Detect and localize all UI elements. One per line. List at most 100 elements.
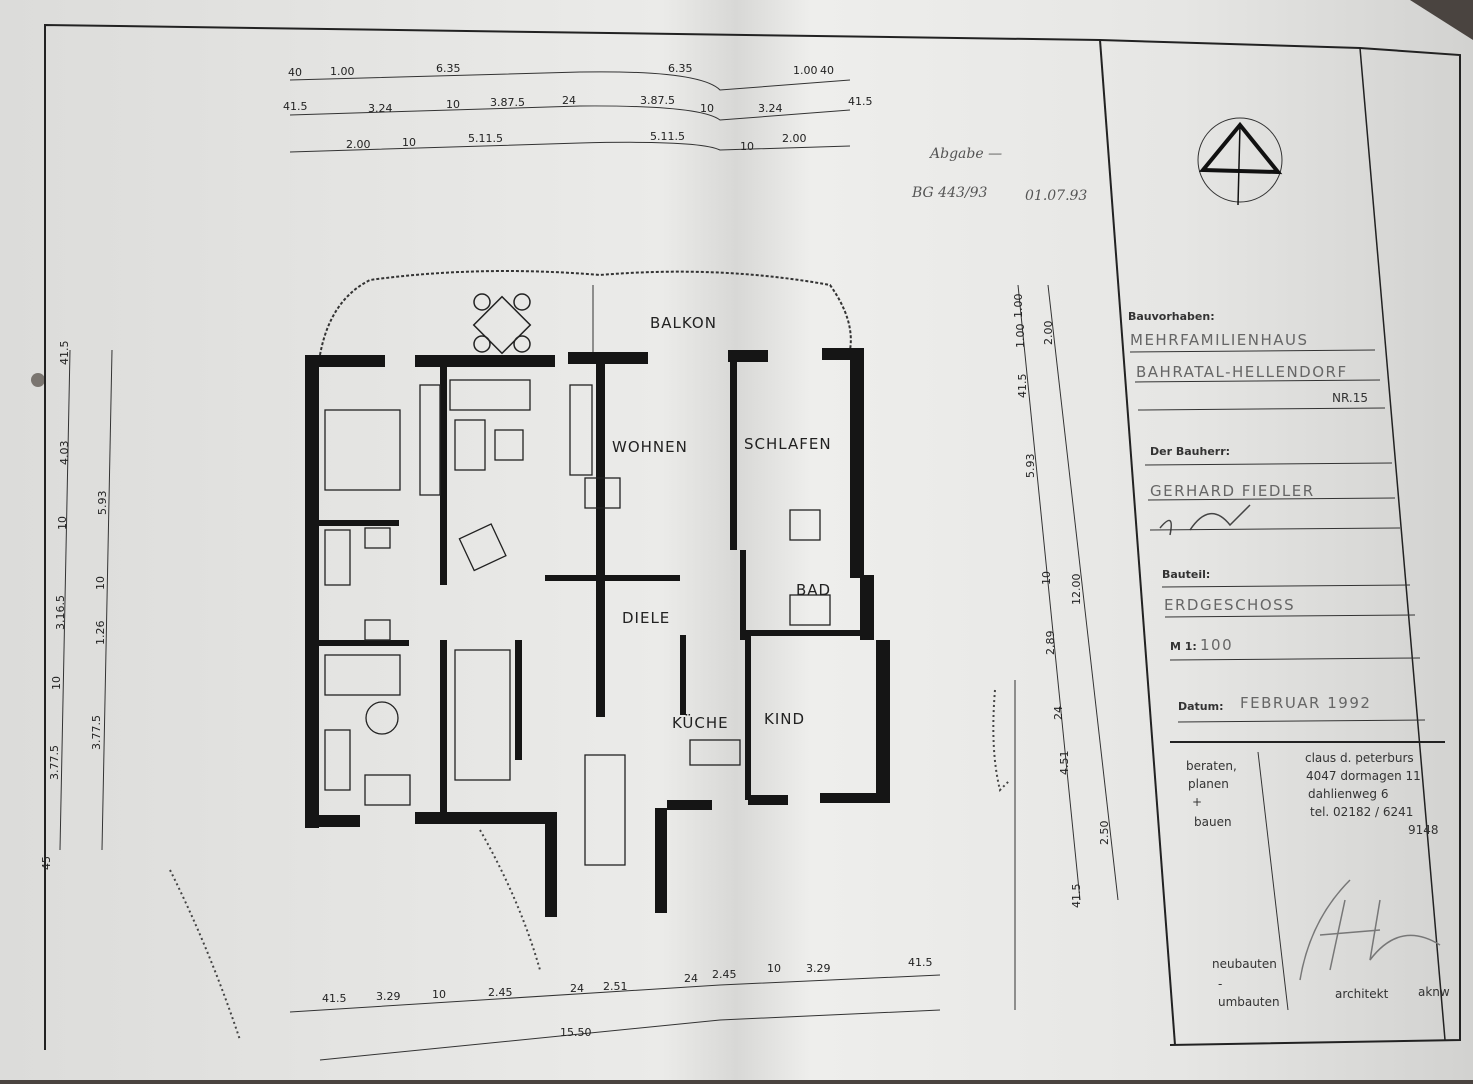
north-arrow-icon xyxy=(1197,117,1283,206)
room-label-schlafen: SCHLAFEN xyxy=(744,435,832,453)
svg-text:3.87.5: 3.87.5 xyxy=(490,96,525,109)
svg-text:24: 24 xyxy=(562,94,576,107)
left-dimensions xyxy=(59,349,113,851)
svg-text:MEHRFAMILIENHAUS: MEHRFAMILIENHAUS xyxy=(1130,331,1309,349)
svg-text:9148: 9148 xyxy=(1408,823,1439,837)
left-dim-labels: 41.5 4.03 10 3.16.5 10 3.77.5 45 5.93 10… xyxy=(40,341,109,871)
svg-text:10: 10 xyxy=(432,988,446,1001)
svg-text:architekt: architekt xyxy=(1335,987,1389,1001)
right-dim-labels: 1.00 1.00 41.5 5.93 10 2.89 24 4.51 41.5… xyxy=(1012,294,1111,909)
svg-text:beraten,: beraten, xyxy=(1186,759,1237,773)
svg-text:6.35: 6.35 xyxy=(668,62,693,75)
svg-text:3.87.5: 3.87.5 xyxy=(640,94,675,107)
svg-text:5.11.5: 5.11.5 xyxy=(650,130,685,143)
svg-text:10: 10 xyxy=(740,140,754,153)
svg-text:12.00: 12.00 xyxy=(1070,574,1083,606)
furniture xyxy=(324,379,831,866)
svg-text:1.00: 1.00 xyxy=(1012,294,1025,319)
svg-text:GERHARD FIEDLER: GERHARD FIEDLER xyxy=(1150,482,1315,500)
top-dimensions xyxy=(289,71,851,153)
svg-text:6.35: 6.35 xyxy=(436,62,461,75)
svg-text:10: 10 xyxy=(50,676,63,690)
svg-text:2.00: 2.00 xyxy=(1042,321,1055,346)
note-reference: BG 443/93 xyxy=(911,185,988,201)
svg-text:bauen: bauen xyxy=(1194,815,1232,829)
svg-text:10: 10 xyxy=(767,962,781,975)
svg-text:24: 24 xyxy=(1052,706,1065,720)
svg-text:41.5: 41.5 xyxy=(283,100,308,113)
svg-text:1.00: 1.00 xyxy=(793,64,818,77)
svg-text:2.00: 2.00 xyxy=(782,132,807,145)
svg-text:10: 10 xyxy=(1040,571,1053,585)
svg-text:5.93: 5.93 xyxy=(96,491,109,516)
svg-text:M 1:: M 1: xyxy=(1170,640,1197,653)
svg-text:40: 40 xyxy=(820,64,834,77)
svg-text:umbauten: umbauten xyxy=(1218,995,1280,1009)
svg-text:Der Bauherr:: Der Bauherr: xyxy=(1150,445,1230,458)
svg-text:1.26: 1.26 xyxy=(94,621,107,646)
svg-text:10: 10 xyxy=(56,516,69,530)
svg-text:2.89: 2.89 xyxy=(1044,631,1057,656)
svg-text:planen: planen xyxy=(1188,777,1229,791)
svg-text:10: 10 xyxy=(446,98,460,111)
svg-text:41.5: 41.5 xyxy=(1016,374,1029,399)
client-signature xyxy=(1159,504,1251,536)
svg-text:ERDGESCHOSS: ERDGESCHOSS xyxy=(1164,596,1295,614)
patio-table-icon xyxy=(472,293,532,355)
room-label-kueche: KÜCHE xyxy=(672,713,729,732)
room-label-wohnen: WOHNEN xyxy=(612,438,688,456)
top-dim-labels: 40 1.00 6.35 6.35 1.00 40 41.5 3.24 10 3… xyxy=(283,62,873,153)
walls xyxy=(305,348,890,917)
svg-text:3.24: 3.24 xyxy=(758,102,783,115)
right-dimensions xyxy=(1014,284,1119,1010)
title-block: Bauvorhaben: MEHRFAMILIENHAUS BAHRATAL-H… xyxy=(1128,310,1450,1011)
svg-text:3.29: 3.29 xyxy=(806,962,831,975)
room-label-diele: DIELE xyxy=(622,609,670,627)
svg-text:claus d. peterburs: claus d. peterburs xyxy=(1305,751,1414,765)
svg-text:3.77.5: 3.77.5 xyxy=(48,745,61,780)
svg-text:1.00: 1.00 xyxy=(330,65,355,78)
svg-text:5.93: 5.93 xyxy=(1024,454,1037,479)
svg-text:41.5: 41.5 xyxy=(322,992,347,1005)
svg-text:2.00: 2.00 xyxy=(346,138,371,151)
svg-text:15.50: 15.50 xyxy=(560,1026,592,1039)
svg-text:41.5: 41.5 xyxy=(1070,884,1083,909)
svg-text:10: 10 xyxy=(94,576,107,590)
svg-text:24: 24 xyxy=(684,972,698,985)
architect-signature xyxy=(1299,879,1441,981)
svg-text:41.5: 41.5 xyxy=(58,341,71,366)
svg-text:aknw: aknw xyxy=(1418,985,1450,999)
svg-text:1.00: 1.00 xyxy=(1014,324,1027,349)
svg-text:tel. 02182 / 6241: tel. 02182 / 6241 xyxy=(1310,805,1413,819)
svg-text:3.16.5: 3.16.5 xyxy=(54,595,67,630)
svg-text:41.5: 41.5 xyxy=(848,95,873,108)
svg-text:40: 40 xyxy=(288,66,302,79)
svg-text:neubauten: neubauten xyxy=(1212,957,1277,971)
title-block-divider xyxy=(1099,39,1176,1046)
svg-text:-: - xyxy=(1218,977,1222,991)
balcony-hedge xyxy=(319,270,852,356)
bottom-dim-labels: 41.5 3.29 10 2.45 24 2.51 24 2.45 10 3.2… xyxy=(322,956,933,1039)
garden-hedge-left xyxy=(169,829,541,1041)
note-date: 01.07.93 xyxy=(1025,188,1087,204)
svg-text:41.5: 41.5 xyxy=(908,956,933,969)
bottom-dimensions xyxy=(289,974,941,1061)
room-label-balkon: BALKON xyxy=(650,314,717,332)
svg-text:24: 24 xyxy=(570,982,584,995)
punch-hole xyxy=(31,373,45,387)
svg-text:4.51: 4.51 xyxy=(1058,751,1071,776)
svg-text:FEBRUAR 1992: FEBRUAR 1992 xyxy=(1240,694,1371,712)
svg-text:45: 45 xyxy=(40,856,53,870)
note-line1: Abgabe — xyxy=(928,146,1002,162)
svg-text:2.45: 2.45 xyxy=(488,986,513,999)
svg-text:2.51: 2.51 xyxy=(603,980,628,993)
title-block-inner-border xyxy=(1359,47,1446,1041)
svg-text:+: + xyxy=(1192,795,1202,809)
svg-text:10: 10 xyxy=(700,102,714,115)
svg-text:2.50: 2.50 xyxy=(1098,821,1111,846)
svg-text:Bauvorhaben:: Bauvorhaben: xyxy=(1128,310,1215,323)
svg-text:dahlienweg 6: dahlienweg 6 xyxy=(1308,787,1389,801)
svg-text:4.03: 4.03 xyxy=(58,441,71,466)
